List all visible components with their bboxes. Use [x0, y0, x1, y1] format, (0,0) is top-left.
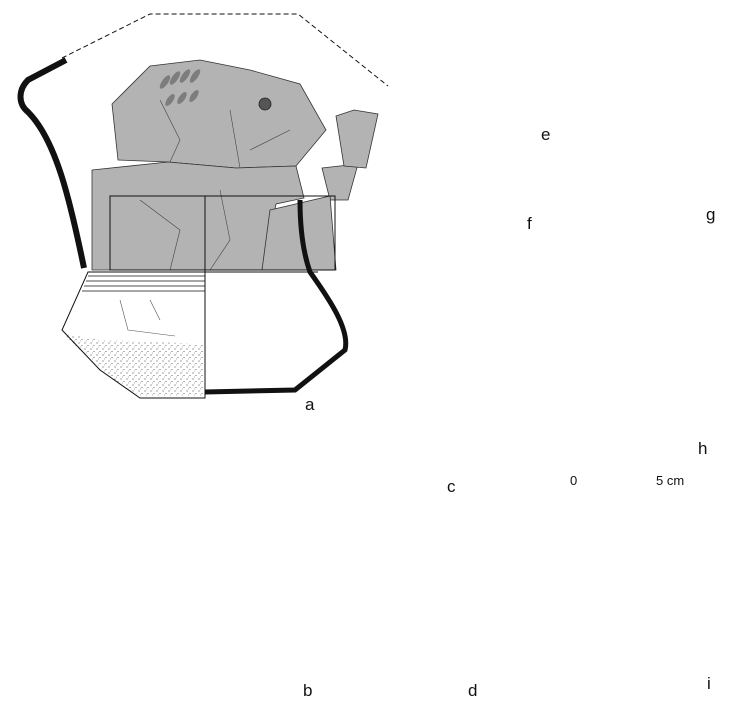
vessel-d-label: d — [468, 681, 478, 700]
vessel-i-label: i — [707, 674, 711, 693]
scale-bar-start-label: 0 — [570, 473, 578, 488]
vessel-a-fragments — [91, 59, 379, 271]
vessel-c-label: c — [447, 477, 456, 496]
vessel-a-profile — [204, 199, 349, 395]
vessel-b-label: b — [303, 681, 313, 700]
vessel-a-left-profile — [17, 57, 87, 269]
vessel-f-label: f — [527, 214, 532, 233]
vessel-a-rim-reconstruction — [61, 13, 389, 87]
vessel-a-label: a — [305, 395, 315, 414]
scale-bar-end-label: 5 cm — [656, 473, 685, 488]
vessel-g-label: g — [706, 205, 716, 224]
vessel-e-label: e — [541, 125, 551, 144]
vessel-h-label: h — [698, 439, 708, 458]
vessel-a — [17, 13, 389, 399]
